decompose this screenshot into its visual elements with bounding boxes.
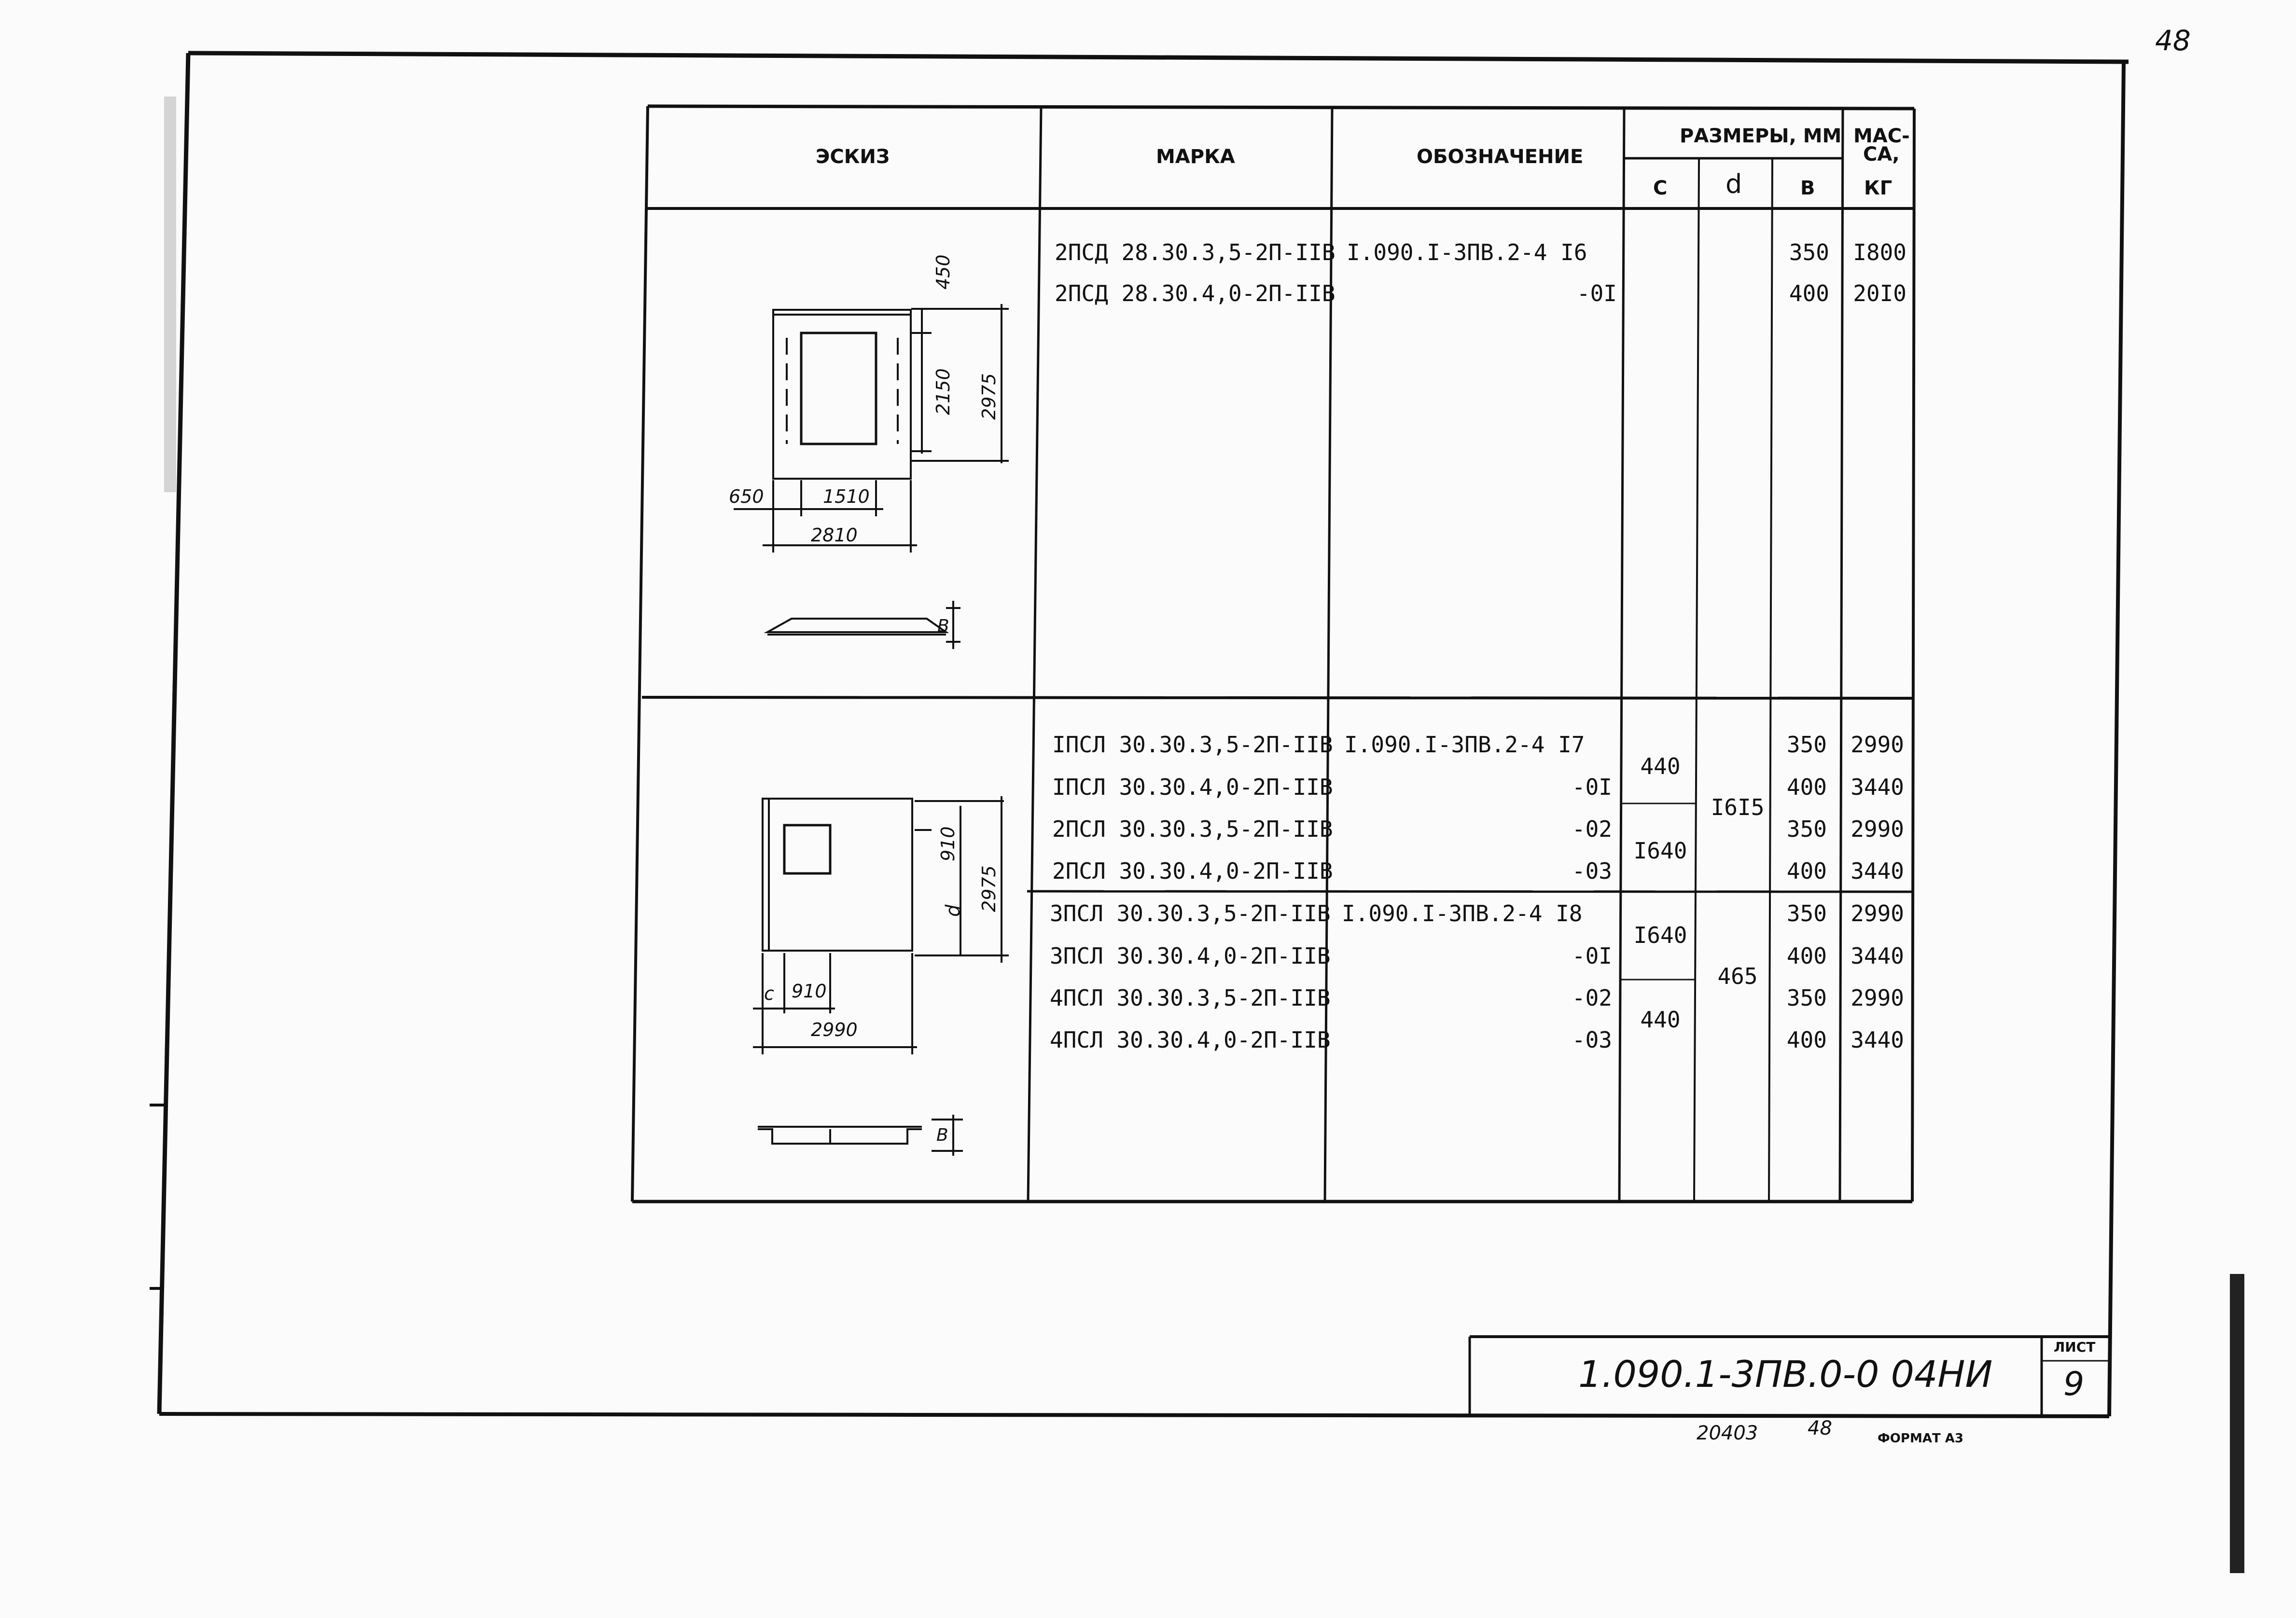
g2-d-1: I6I5 — [1711, 794, 1765, 820]
g2-row1-mass: 2990 — [1851, 732, 1904, 758]
g2-row3-designation: -02 — [1572, 816, 1612, 842]
g2-row4-designation: -03 — [1572, 858, 1612, 884]
g2-row2-mass: 3440 — [1851, 774, 1904, 800]
g2-row1-b: 350 — [1786, 732, 1827, 758]
g2-row6-designation: -0I — [1572, 943, 1612, 969]
g2-row6-b: 400 — [1786, 943, 1827, 969]
g2-row2-mark: IПСЛ 30.30.4,0-2П-IIВ — [1052, 774, 1333, 800]
g2-row5-mark: 3ПСЛ 30.30.3,5-2П-IIВ — [1050, 900, 1331, 927]
footer-format: ФОРМАТ А3 — [1878, 1431, 1963, 1446]
header-mass-top: МАС- — [1853, 125, 1910, 147]
handwritten-page-number: 48 — [2155, 24, 2191, 57]
g2-dim-total-h: 2975 — [978, 865, 1000, 912]
g2-row1-designation: I.090.I-3ПВ.2-4 I7 — [1344, 732, 1585, 758]
g1-dim-inner: 1510 — [823, 486, 870, 507]
g2-dim-d: d — [942, 904, 964, 917]
g2-row7-mark: 4ПСЛ 30.30.3,5-2П-IIВ — [1050, 985, 1331, 1011]
sheet-label: ЛИСТ — [2054, 1339, 2096, 1355]
g2-c-1: 440 — [1640, 753, 1681, 779]
g1-dim-mid: 2150 — [932, 368, 954, 415]
g2-row2-b: 400 — [1786, 774, 1827, 800]
g2-row8-mark: 4ПСЛ 30.30.4,0-2П-IIВ — [1050, 1027, 1331, 1053]
g2-row3-mark: 2ПСЛ 30.30.3,5-2П-IIВ — [1052, 816, 1333, 842]
g2-row8-designation: -03 — [1572, 1027, 1612, 1053]
g2-row4-mass: 3440 — [1851, 858, 1904, 884]
document-code: 1.090.1-3ПВ.0-0 04НИ — [1578, 1353, 1993, 1396]
g2-c-3: I640 — [1633, 922, 1687, 948]
g2-dim-b: В — [936, 1125, 948, 1145]
g1-dim-top: 450 — [932, 254, 954, 290]
g2-dim-total-w: 2990 — [811, 1019, 858, 1040]
g2-dim-window: 910 — [937, 826, 959, 861]
g1-row2-designation: -0I — [1576, 280, 1617, 306]
footer-page: 48 — [1808, 1417, 1832, 1439]
g2-row5-mass: 2990 — [1851, 900, 1904, 927]
g1-row1-b: 350 — [1789, 239, 1829, 265]
header-col-c: С — [1653, 177, 1668, 199]
g2-row2-designation: -0I — [1572, 774, 1612, 800]
header-sketch: ЭСКИЗ — [816, 146, 890, 168]
g2-row7-designation: -02 — [1572, 985, 1612, 1011]
g1-row1-mass: I800 — [1853, 239, 1906, 265]
g2-c-4: 440 — [1640, 1007, 1681, 1033]
g2-dim-c: c — [764, 983, 774, 1004]
header-mark: МАРКА — [1156, 146, 1235, 168]
g2-row6-mark: 3ПСЛ 30.30.4,0-2П-IIВ — [1050, 943, 1331, 969]
g2-row4-b: 400 — [1786, 858, 1827, 884]
g1-dim-left: 650 — [729, 486, 764, 507]
header-mass-mid: СА, — [1863, 143, 1900, 166]
g1-dim-b: В — [937, 616, 949, 636]
header-col-d: d — [1725, 169, 1742, 199]
g2-row8-mass: 3440 — [1851, 1027, 1904, 1053]
g2-row3-b: 350 — [1786, 816, 1827, 842]
header-col-b: В — [1800, 177, 1815, 199]
g2-row6-mass: 3440 — [1851, 943, 1904, 969]
g1-dim-total-h: 2975 — [978, 373, 1000, 420]
g2-row5-b: 350 — [1786, 900, 1827, 927]
g2-dim-inner: 910 — [792, 981, 827, 1002]
g2-c-2: I640 — [1633, 838, 1687, 864]
g2-row3-mass: 2990 — [1851, 816, 1904, 842]
g1-row1-mark: 2ПСД 28.30.3,5-2П-IIВ — [1055, 239, 1336, 265]
g2-row4-mark: 2ПСЛ 30.30.4,0-2П-IIВ — [1052, 858, 1333, 884]
g1-row2-mass: 20I0 — [1853, 280, 1906, 306]
g2-row7-b: 350 — [1786, 985, 1827, 1011]
g2-row1-mark: IПСЛ 30.30.3,5-2П-IIВ — [1052, 732, 1333, 758]
g1-dim-total-w: 2810 — [811, 525, 858, 546]
g2-row7-mass: 2990 — [1851, 985, 1904, 1011]
sheet-number: 9 — [2063, 1365, 2085, 1403]
g1-row1-designation: I.090.I-3ПВ.2-4 I6 — [1347, 239, 1587, 265]
g2-row8-b: 400 — [1786, 1027, 1827, 1053]
header-mass-unit: КГ — [1864, 177, 1892, 199]
g2-d-2: 465 — [1717, 963, 1758, 989]
g1-row2-b: 400 — [1789, 280, 1829, 306]
g2-row5-designation: I.090.I-3ПВ.2-4 I8 — [1342, 900, 1583, 927]
header-sizes: РАЗМЕРЫ, ММ — [1680, 125, 1842, 147]
footer-inv: 20403 — [1697, 1422, 1758, 1444]
header-designation: ОБОЗНАЧЕНИЕ — [1417, 146, 1584, 168]
g1-row2-mark: 2ПСД 28.30.4,0-2П-IIВ — [1055, 280, 1336, 306]
